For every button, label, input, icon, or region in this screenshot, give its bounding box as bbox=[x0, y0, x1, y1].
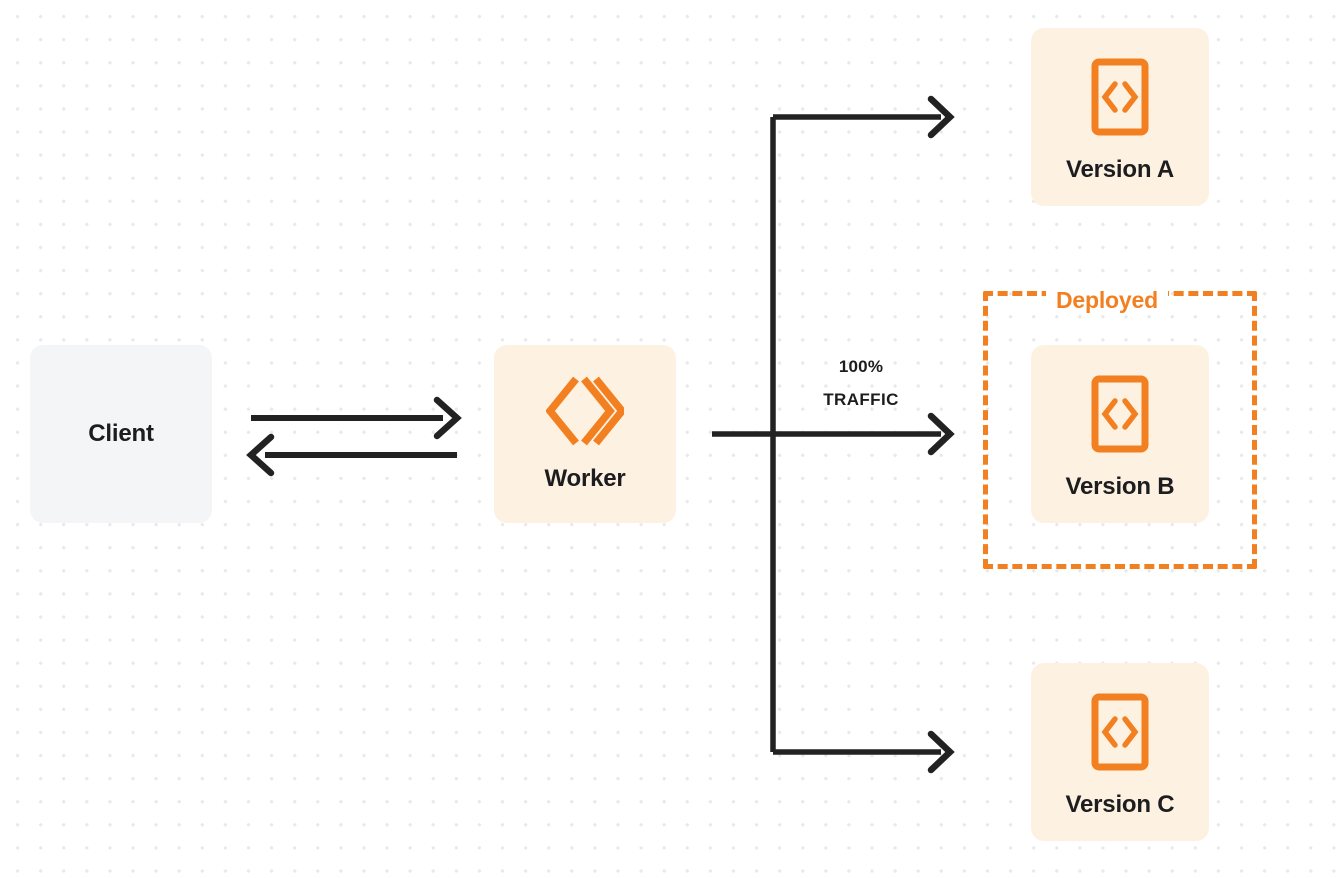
arrow-worker-to-version-c bbox=[773, 730, 955, 774]
worker-label: Worker bbox=[544, 465, 626, 492]
arrow-worker-to-version-a bbox=[773, 95, 955, 139]
node-version-c[interactable]: Version C bbox=[1031, 663, 1209, 841]
code-brackets-icon bbox=[1091, 375, 1149, 453]
traffic-percent: 100% bbox=[838, 357, 884, 376]
client-label: Client bbox=[88, 420, 154, 447]
arrow-worker-to-version-b bbox=[712, 412, 955, 456]
node-version-b[interactable]: Version B bbox=[1031, 345, 1209, 523]
traffic-caption: TRAFFIC bbox=[823, 390, 899, 409]
version-c-label: Version C bbox=[1065, 791, 1175, 818]
version-b-label: Version B bbox=[1065, 473, 1175, 500]
code-brackets-icon bbox=[1091, 58, 1149, 136]
node-client[interactable]: Client bbox=[30, 345, 212, 523]
node-version-a[interactable]: Version A bbox=[1031, 28, 1209, 206]
traffic-annotation: 100% TRAFFIC bbox=[795, 350, 927, 416]
arrow-worker-to-client bbox=[246, 433, 457, 477]
cloudflare-workers-logo-icon bbox=[546, 375, 624, 447]
arrow-client-to-worker bbox=[251, 396, 462, 440]
deployed-group-label: Deployed bbox=[1046, 285, 1168, 315]
version-a-label: Version A bbox=[1065, 156, 1175, 183]
node-worker[interactable]: Worker bbox=[494, 345, 676, 523]
code-brackets-icon bbox=[1091, 693, 1149, 771]
